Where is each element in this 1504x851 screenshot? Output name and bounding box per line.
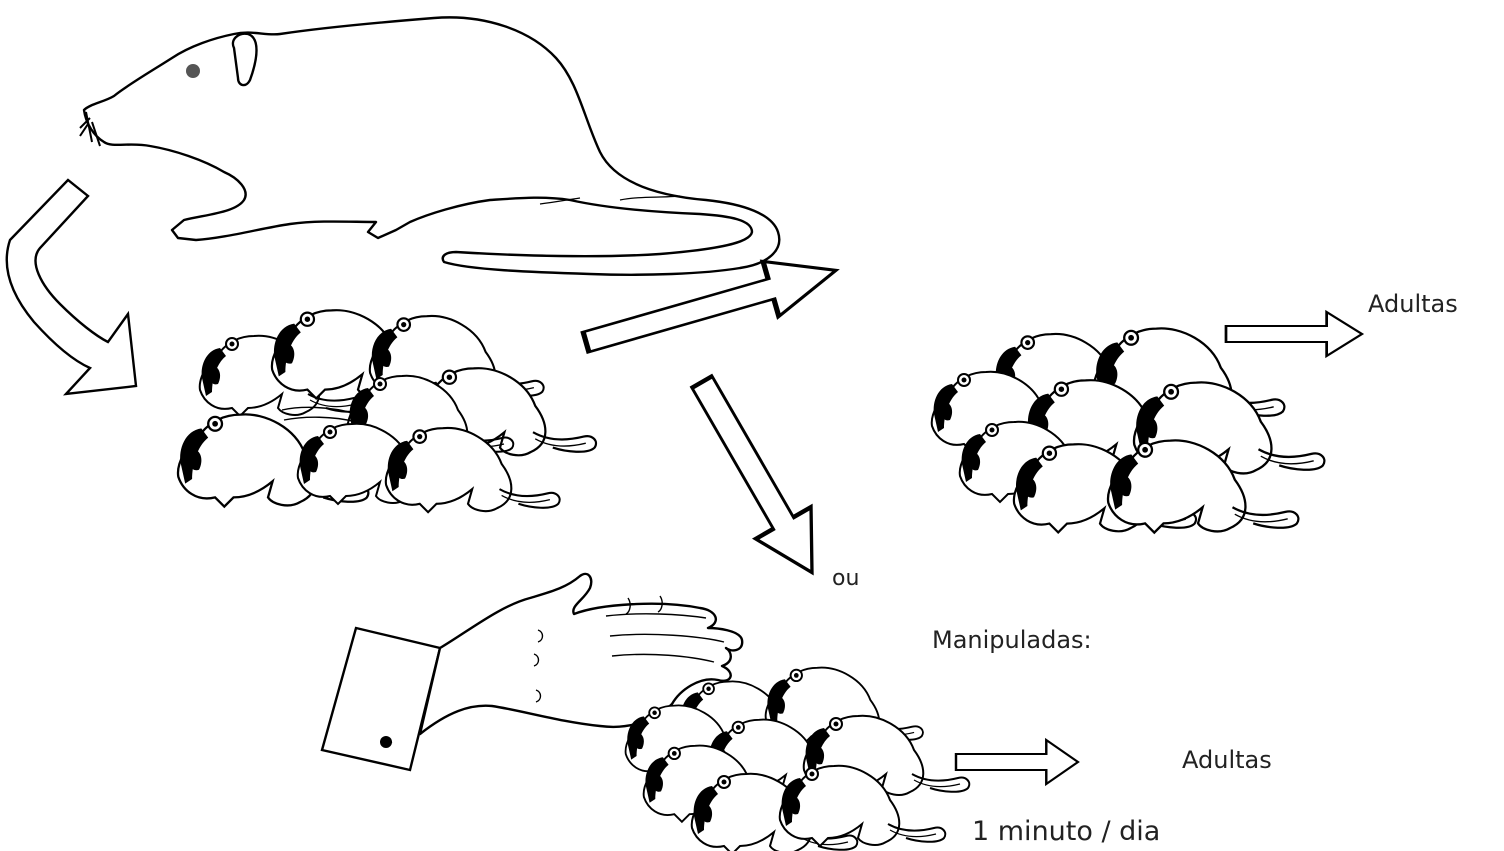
arrow-to-adult-bottom xyxy=(956,740,1078,784)
or-label: ou xyxy=(832,568,859,590)
arrow-to-manipulated xyxy=(674,366,839,588)
pup-litter-control xyxy=(932,328,1325,532)
adult-rat xyxy=(80,17,779,274)
curved-arrow xyxy=(7,180,136,394)
manipulated-label: Manipuladas: xyxy=(932,628,1092,652)
adult-label-bottom: Adultas xyxy=(1182,748,1272,772)
frequency-label: 1 minuto / dia xyxy=(972,818,1160,845)
arrow-to-adult-top xyxy=(1226,312,1362,356)
pup-litter-initial xyxy=(178,310,596,512)
adult-label-top: Adultas xyxy=(1368,292,1458,316)
